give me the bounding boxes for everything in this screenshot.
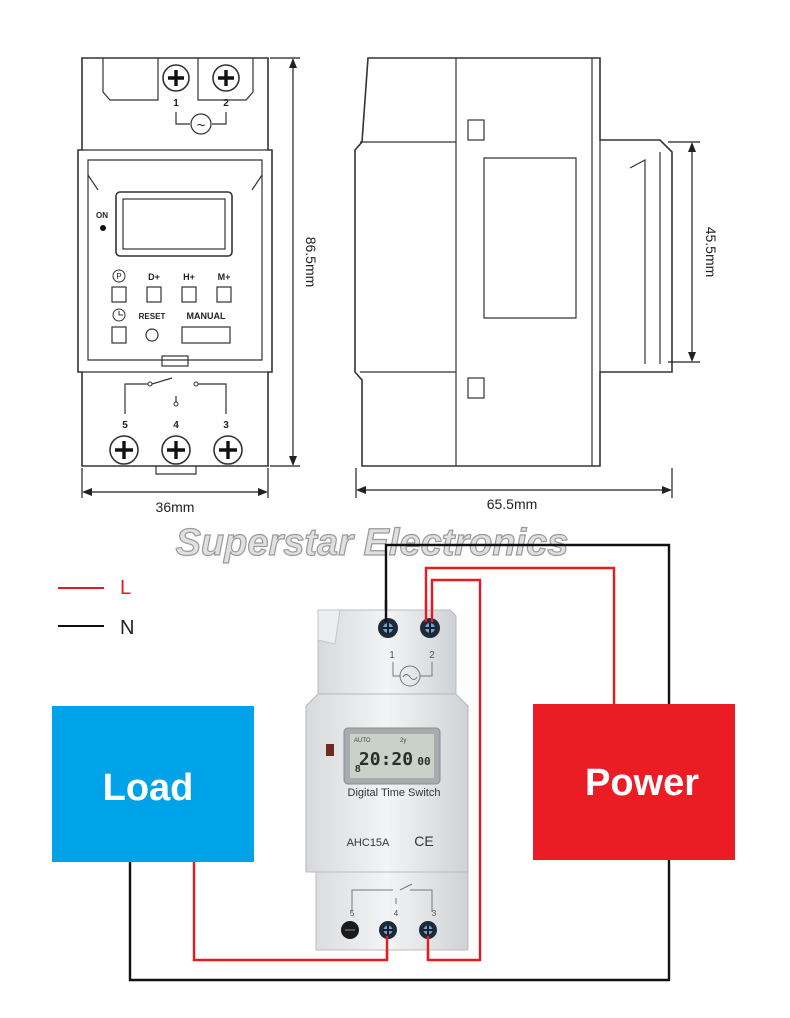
clock-button[interactable] (111, 326, 127, 344)
load-label: Load (103, 767, 194, 809)
front-switch-symbol (124, 377, 227, 414)
load-box (52, 706, 254, 862)
device-lcd-topright: 2y (400, 738, 406, 744)
device-ce-mark: CE (414, 833, 433, 849)
side-cover-edge (599, 140, 661, 372)
front-bottom-clip (155, 466, 197, 475)
device-terminal-label-3: 3 (432, 909, 437, 918)
window-dimension (668, 141, 700, 363)
device-terminal-5 (341, 921, 359, 939)
device-terminal-4 (379, 921, 397, 939)
device-terminal-label-5: 5 (350, 909, 355, 918)
device-terminal-label-2: 2 (429, 650, 435, 661)
program-button[interactable] (111, 286, 127, 303)
device-ac-circle (399, 665, 421, 687)
front-lcd-screen (122, 198, 226, 250)
wire-terminations (384, 600, 434, 960)
legend-neutral-label: N (120, 617, 134, 639)
power-box (533, 704, 735, 860)
front-ac-circle (190, 113, 212, 135)
neutral-wire-power-to-terminal-1 (384, 543, 671, 704)
device-terminal-label-4: 4 (394, 909, 399, 918)
wire-legend: L N (58, 577, 134, 639)
side-body-outline (354, 57, 673, 467)
button-label-m: M+ (218, 272, 231, 282)
device-lcd-seconds: 00 (417, 755, 430, 768)
power-label: Power (585, 762, 699, 804)
minute-plus-button[interactable] (216, 286, 232, 303)
device-ac-symbol (402, 674, 418, 680)
width-dimension (81, 468, 269, 498)
device-switch-symbol (351, 883, 433, 912)
reset-button[interactable] (145, 328, 159, 342)
device-terminal-1 (378, 618, 398, 638)
front-top-notch (102, 58, 254, 101)
front-top-terminal-1 (162, 64, 190, 92)
device-model: AHC15A (347, 837, 390, 849)
front-terminal-label-4: 4 (173, 420, 179, 431)
side-view: 45.5mm 65.5mm (354, 57, 719, 512)
watermark-text: Superstar Electronics (176, 522, 569, 564)
width-dim-label: 36mm (156, 499, 195, 515)
ac-symbol: ~ (197, 117, 206, 134)
button-label-h: H+ (183, 272, 195, 282)
manual-label: MANUAL (187, 311, 226, 321)
timer-device: 1 2 AUTO 2y 20:20 00 8 Digital Time Swit… (305, 609, 469, 951)
button-label-d: D+ (148, 272, 160, 282)
device-lcd-time: 20:20 (359, 749, 413, 770)
day-plus-button[interactable] (146, 286, 162, 303)
program-icon: P (112, 269, 126, 283)
front-view: 1 2 ~ ON P D+ H+ M+ RESET MANUAL (77, 57, 319, 515)
front-terminal-label-1: 1 (173, 98, 179, 109)
live-wire-power-to-terminal-2 (424, 566, 616, 704)
on-label: ON (96, 211, 108, 220)
side-window-recess (483, 157, 577, 319)
front-terminal-label-2: 2 (223, 98, 229, 109)
device-terminal-label-1: 1 (389, 650, 395, 661)
device-product-name: Digital Time Switch (348, 787, 441, 799)
front-bottom-terminal-5 (109, 435, 139, 465)
manual-button[interactable] (181, 326, 231, 344)
device-lcd-bottomleft: 8 (355, 764, 361, 775)
on-indicator-dot (100, 225, 106, 231)
front-terminal-label-3: 3 (223, 420, 229, 431)
front-bottom-terminal-4 (161, 435, 191, 465)
device-indicator-led (326, 744, 334, 756)
front-cover (87, 159, 263, 361)
reset-label: RESET (139, 312, 166, 321)
side-upper-clip (467, 119, 485, 141)
side-lower-clip (467, 377, 485, 399)
front-ac-leads (175, 112, 227, 125)
front-cover-latch (161, 355, 189, 367)
front-top-terminal-2 (212, 64, 240, 92)
device-lcd (350, 734, 434, 778)
hour-plus-button[interactable] (181, 286, 197, 303)
device-terminal-3 (419, 921, 437, 939)
device-lcd-topleft: AUTO (354, 738, 371, 744)
depth-dimension (355, 468, 673, 498)
front-terminal-label-5: 5 (122, 420, 128, 431)
height-dimension (270, 57, 300, 467)
legend-live-label: L (120, 577, 131, 599)
svg-text:P: P (116, 272, 121, 281)
height-dim-label: 86.5mm (303, 237, 319, 288)
depth-dim-label: 65.5mm (487, 496, 538, 512)
clock-icon (112, 308, 126, 322)
neutral-wire-load-to-power (128, 860, 671, 982)
device-terminal-2 (420, 618, 440, 638)
front-bottom-terminal-3 (213, 435, 243, 465)
window-dim-label: 45.5mm (703, 227, 719, 278)
